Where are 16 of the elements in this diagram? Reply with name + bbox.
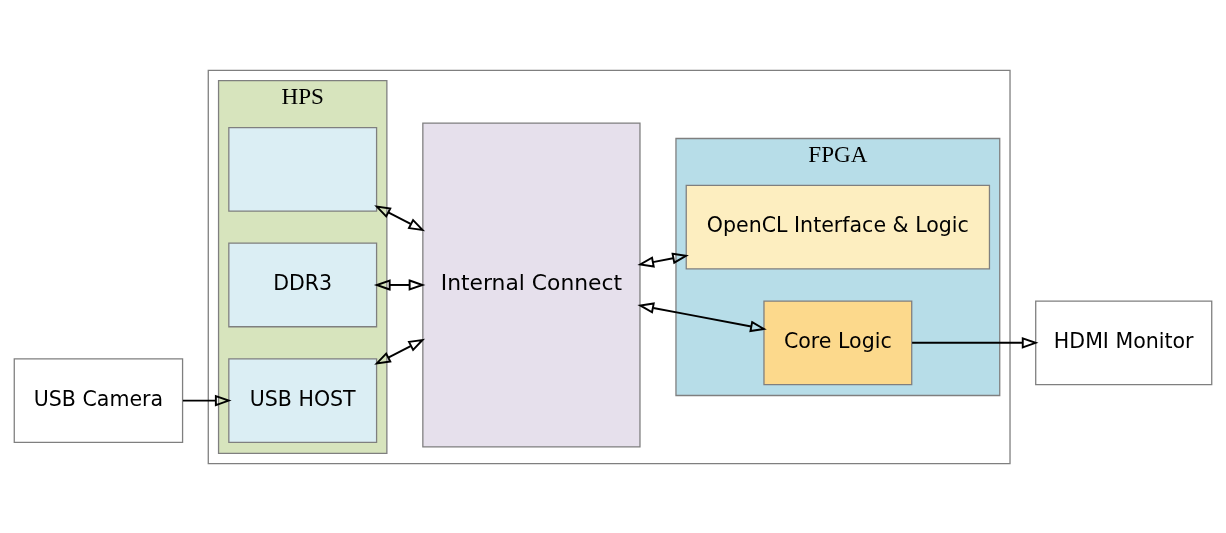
arrow	[911, 336, 1039, 349]
node-box: Internal Connect	[422, 121, 641, 447]
arrow	[373, 278, 426, 291]
arrow	[637, 301, 767, 332]
node-box: Core Logic	[763, 299, 913, 385]
node-box: USB Camera	[13, 357, 184, 443]
node-box: DDR3	[228, 242, 378, 327]
node-box	[228, 126, 378, 212]
arrow	[374, 338, 426, 365]
node-box: HDMI Monitor	[1035, 299, 1213, 385]
arrow	[374, 204, 426, 231]
node-box: OpenCL Interface & Logic	[685, 184, 991, 270]
arrow	[637, 252, 689, 268]
node-box: USB HOST	[228, 357, 378, 443]
arrow	[181, 394, 232, 406]
cluster	[207, 69, 1011, 464]
